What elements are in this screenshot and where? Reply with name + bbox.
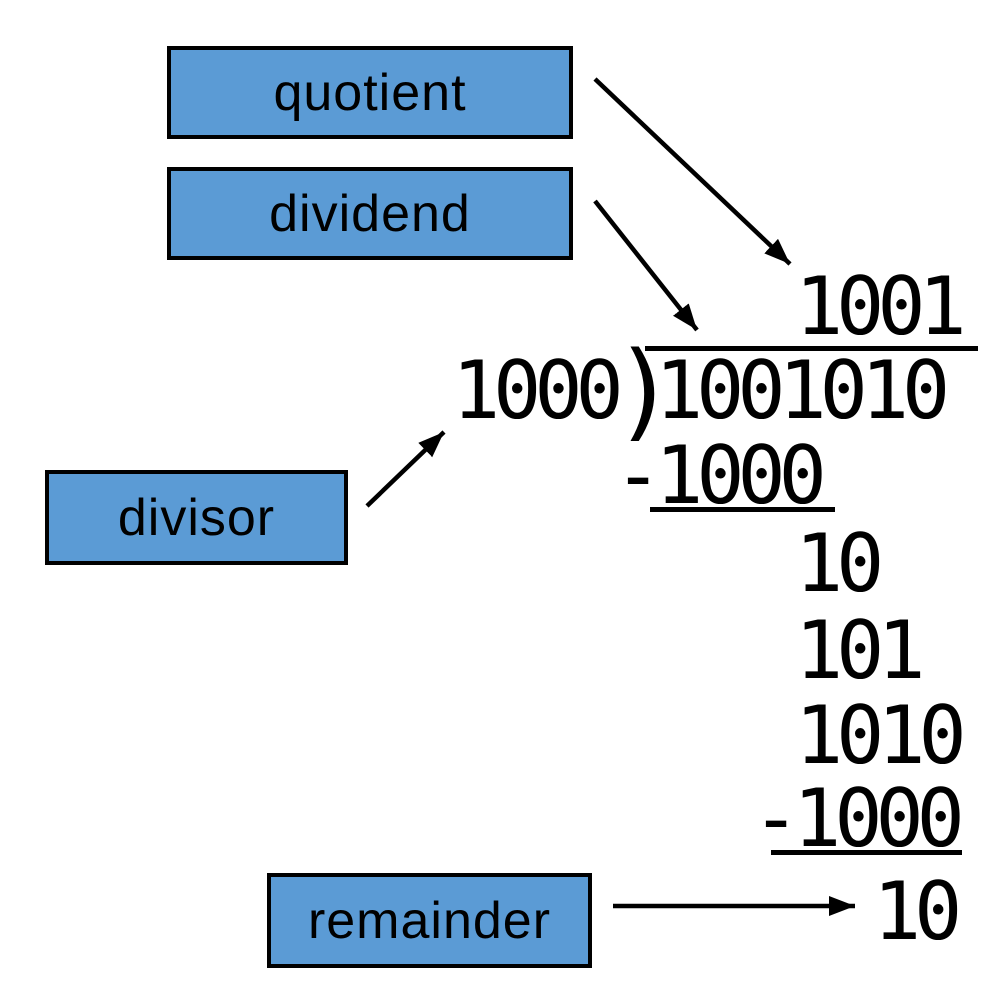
quotient-label: quotient [273,63,467,122]
remainder-label: remainder [307,891,552,950]
remainder-label-box: remainder [267,873,592,968]
dividend-value: 1001010 [655,344,950,437]
subtraction-row-2: -1000 [752,772,965,865]
divisor-value: 1000 [452,344,624,437]
subtraction-rule-1 [650,507,835,512]
dividend-label: dividend [269,184,471,243]
divisor-arrow [365,430,446,508]
work-row-3: 101 [795,604,925,697]
work-row-2: 10 [795,517,884,610]
divisor-label-box: divisor [45,470,348,565]
long-division-bracket: ) [622,329,664,452]
quotient-label-box: quotient [167,46,573,139]
dividend-arrow [593,199,699,332]
division-vinculum-line [645,346,978,351]
dividend-label-box: dividend [167,167,573,260]
subtraction-row-1: -1000 [614,429,827,522]
remainder-value: 10 [873,865,962,958]
work-row-4: 1010 [795,689,967,782]
subtraction-rule-2 [771,850,962,855]
quotient-value: 1001 [795,260,967,353]
quotient-arrow [593,77,792,266]
divisor-label: divisor [117,488,276,547]
